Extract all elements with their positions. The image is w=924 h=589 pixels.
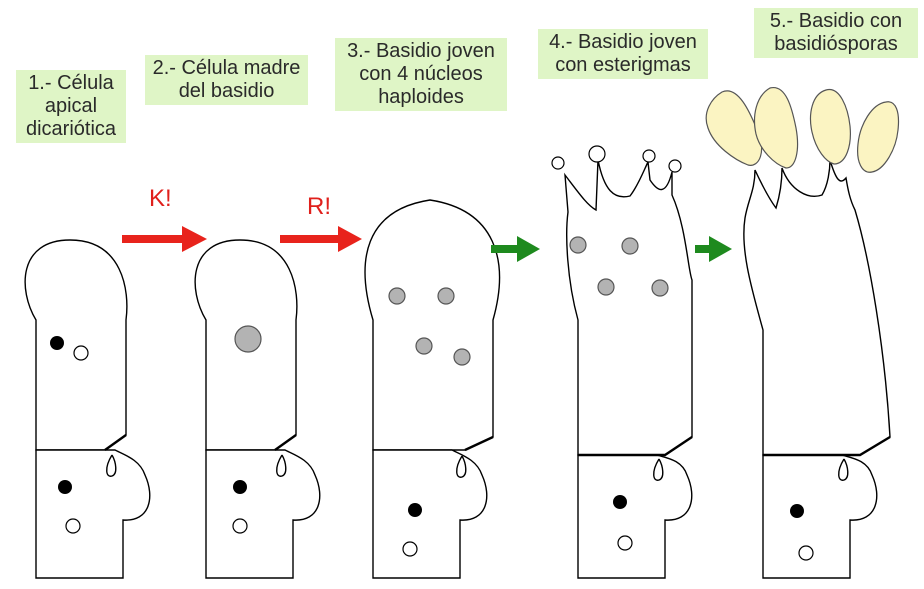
- arrow-k-shaft: [122, 235, 184, 243]
- stage-2-cell: [195, 240, 320, 578]
- stage-3-haploid-nucleus: [389, 288, 405, 304]
- stage-2-label-line: 2.- Célula madre: [151, 57, 302, 80]
- stage-3-haploid-nucleus: [438, 288, 454, 304]
- stage-2-diploid-nucleus: [235, 326, 261, 352]
- stage-4-lower-light-nucleus: [618, 536, 632, 550]
- stage-3-lower-dark-nucleus: [408, 503, 422, 517]
- stage-3-basidium-outline: [365, 200, 499, 450]
- stage-5-label-line: 5.- Basidio con: [760, 10, 912, 33]
- stage-2-label-line: del basidio: [151, 80, 302, 103]
- stage-3-haploid-nucleus: [454, 349, 470, 365]
- stage-5-cell: [706, 88, 898, 578]
- stage-1-label-line: 1.- Célula: [22, 72, 120, 95]
- stage-4-label-line: con esterigmas: [544, 54, 702, 77]
- stage-5-label: 5.- Basidio con basidiósporas: [754, 8, 918, 58]
- stage-5-lower-light-nucleus: [799, 546, 813, 560]
- stage-3-lower-light-nucleus: [403, 542, 417, 556]
- stage-4-subapical-cell-outline: [578, 455, 692, 578]
- stage-5-basidiospore: [811, 90, 851, 164]
- stage-1-label-line: dicariótica: [22, 118, 120, 141]
- arrow-r-head: [338, 226, 362, 252]
- stage-4-cell: [552, 146, 692, 578]
- arrow-r-shaft: [280, 235, 340, 243]
- stage-3-cell: [365, 200, 499, 578]
- arrow-green-2: [695, 236, 732, 262]
- arrow-green-2-shaft: [695, 245, 711, 253]
- stage-5-basidium-outline: [744, 160, 890, 455]
- stage-1-label: 1.- Célula apical dicariótica: [16, 70, 126, 143]
- stage-5-lower-dark-nucleus: [790, 504, 804, 518]
- arrow-green-1-head: [517, 236, 540, 262]
- arrow-r: [280, 226, 362, 252]
- stage-3-haploid-nucleus: [416, 338, 432, 354]
- stage-3-subapical-cell-outline: [373, 450, 487, 578]
- arrow-k: [122, 226, 207, 252]
- stage-5-label-line: basidiósporas: [760, 33, 912, 56]
- stage-4-haploid-nucleus: [652, 280, 668, 296]
- stage-1-cell: [25, 240, 150, 578]
- stage-1-apical-cell-outline: [25, 240, 127, 450]
- stage-1-lower-dark-nucleus: [58, 480, 72, 494]
- stage-5-subapical-cell-outline: [763, 455, 877, 578]
- stage-4-haploid-nucleus: [622, 238, 638, 254]
- stage-3-label: 3.- Basidio joven con 4 núcleos haploide…: [335, 38, 507, 111]
- stage-5-basidiospore: [858, 102, 899, 172]
- stage-1-label-line: apical: [22, 95, 120, 118]
- arrow-k-label: K!: [149, 186, 172, 212]
- stage-4-sterigma-tip: [589, 146, 605, 162]
- stage-3-label-line: 3.- Basidio joven: [341, 40, 501, 63]
- stage-3-label-line: haploides: [341, 86, 501, 109]
- arrow-r-label: R!: [307, 194, 331, 220]
- stage-4-label: 4.- Basidio joven con esterigmas: [538, 29, 708, 79]
- stage-1-dark-nucleus: [50, 336, 64, 350]
- stage-3-label-line: con 4 núcleos: [341, 63, 501, 86]
- stage-2-lower-dark-nucleus: [233, 480, 247, 494]
- stage-5-basidiospore: [706, 91, 761, 165]
- stage-2-subapical-cell-outline: [206, 450, 320, 578]
- stage-1-subapical-cell-outline: [36, 450, 150, 578]
- stage-4-sterigma-tip: [643, 150, 655, 162]
- stage-4-haploid-nucleus: [570, 237, 586, 253]
- arrow-k-head: [182, 226, 207, 252]
- stage-4-label-line: 4.- Basidio joven: [544, 31, 702, 54]
- stage-2-lower-light-nucleus: [233, 519, 247, 533]
- stage-4-haploid-nucleus: [598, 279, 614, 295]
- stage-1-lower-light-nucleus: [66, 519, 80, 533]
- stage-2-label: 2.- Célula madre del basidio: [145, 55, 308, 105]
- arrow-green-2-head: [709, 236, 732, 262]
- stage-4-sterigma-tip: [552, 157, 564, 169]
- arrow-green-1-shaft: [491, 245, 519, 253]
- stage-4-basidium-outline: [565, 160, 692, 455]
- stage-4-lower-dark-nucleus: [613, 495, 627, 509]
- stage-1-light-nucleus: [74, 346, 88, 360]
- stage-4-sterigma-tip: [669, 160, 681, 172]
